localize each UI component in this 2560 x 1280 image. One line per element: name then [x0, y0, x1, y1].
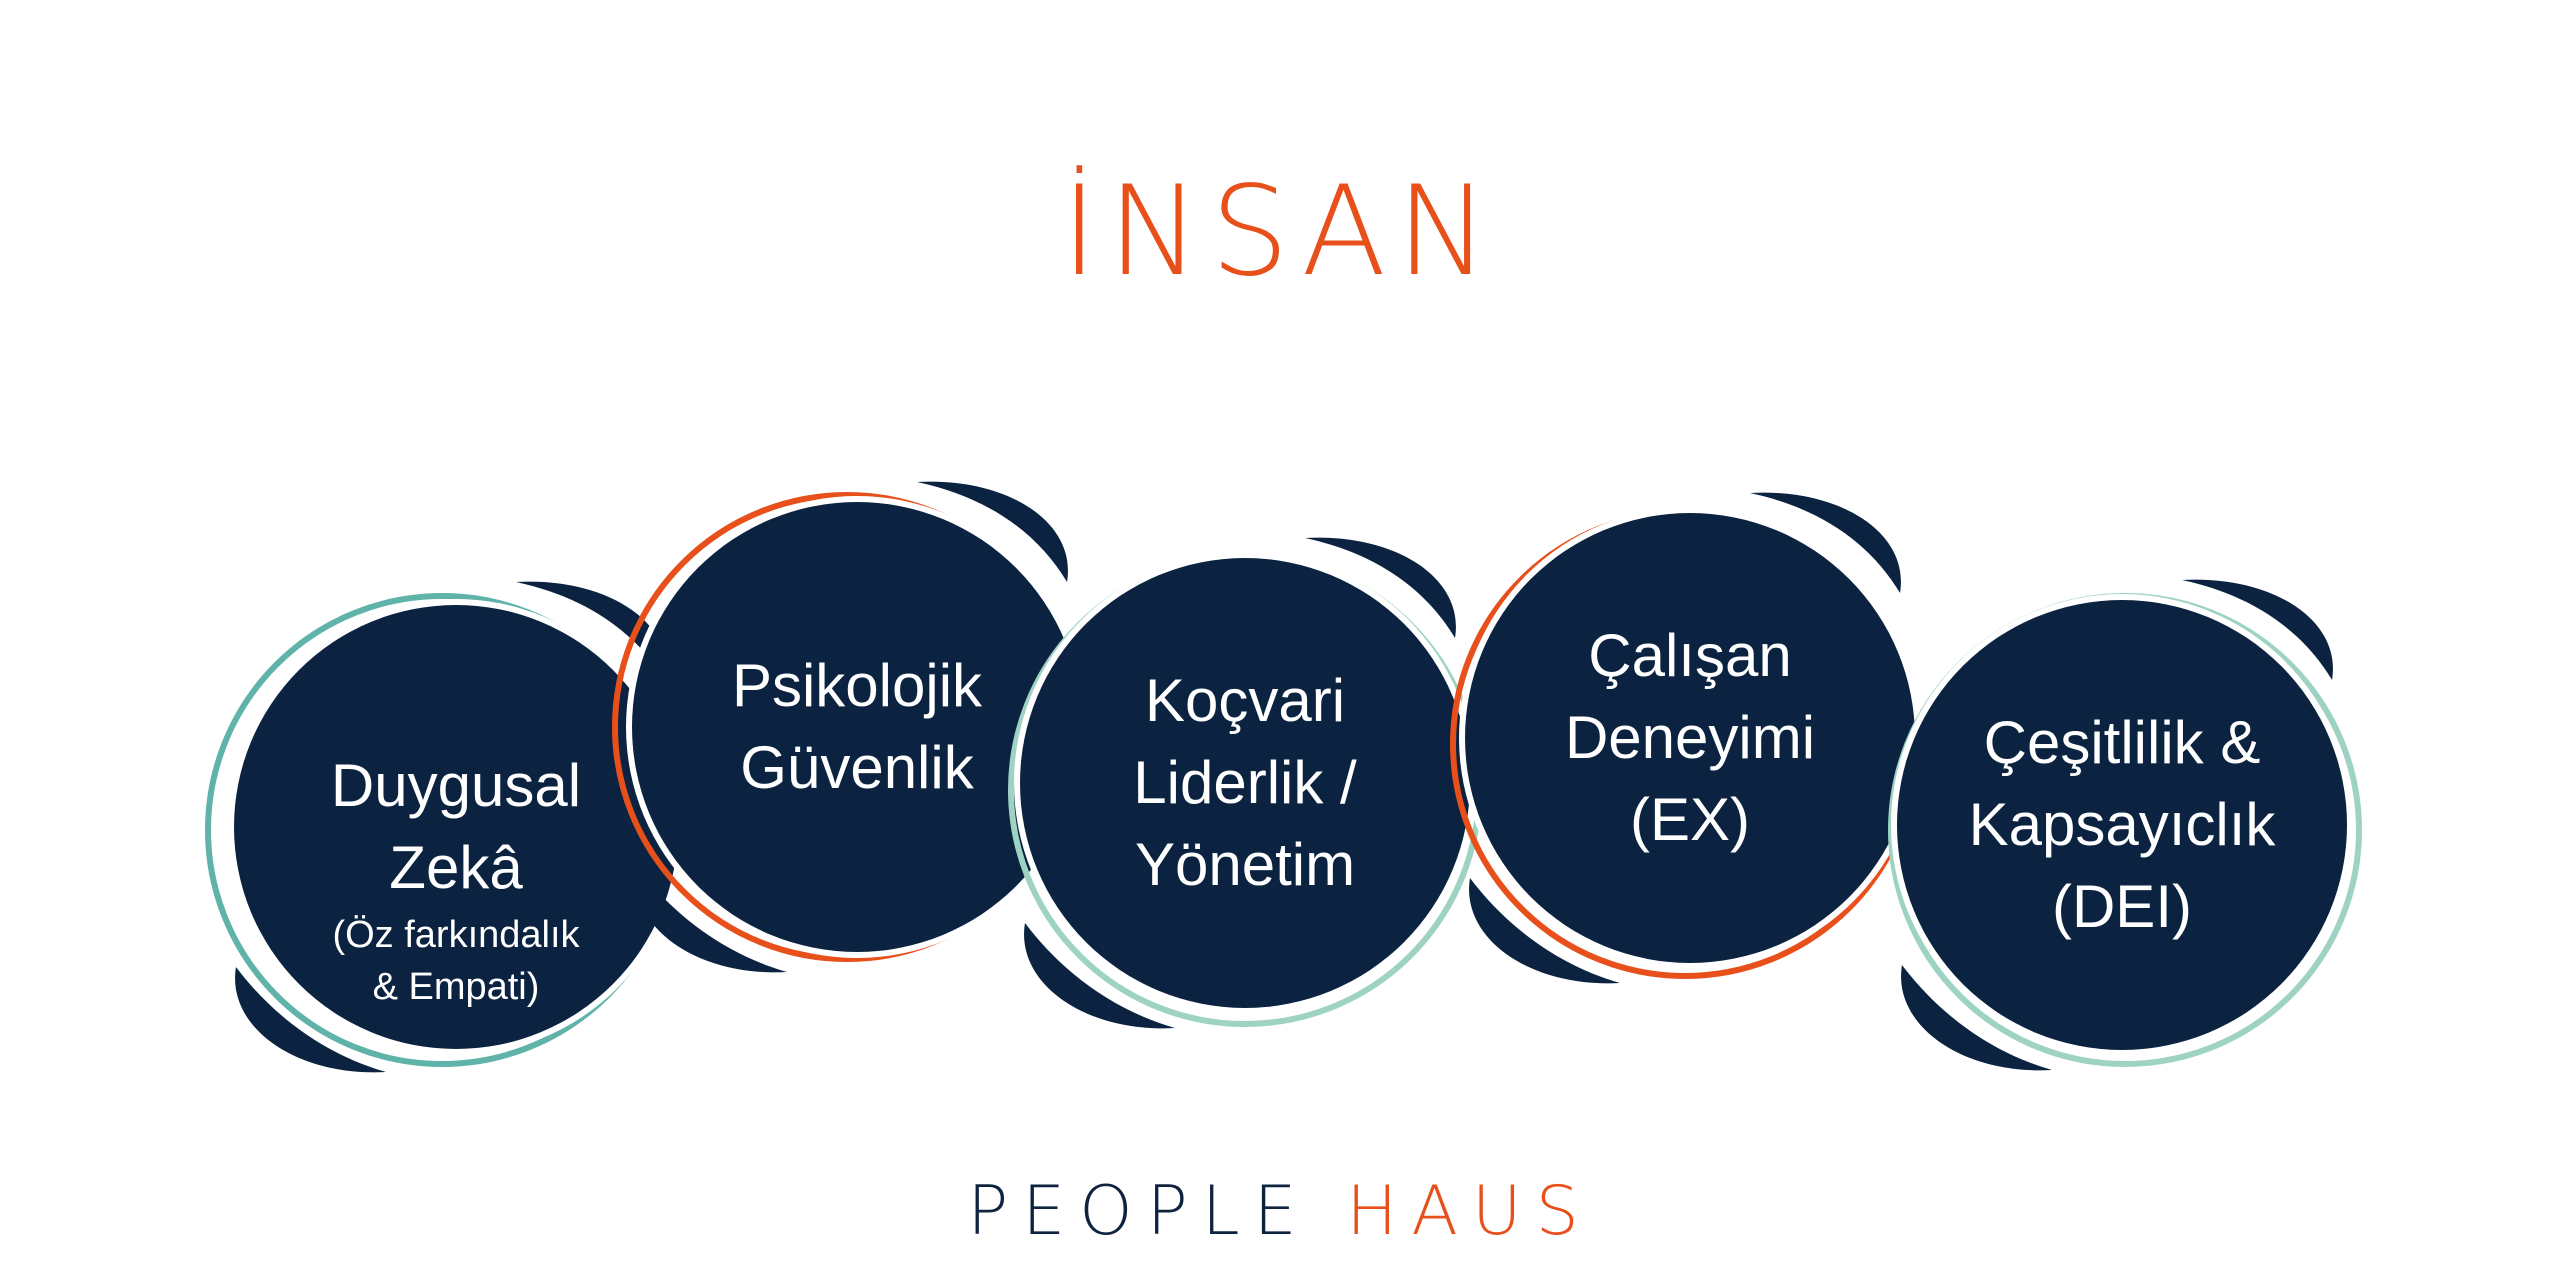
- swoosh-bottom-calisan: [1469, 878, 1620, 984]
- circle-disk-psikolojik: [632, 502, 1082, 952]
- circle-label-line: Liderlik /: [1133, 749, 1357, 816]
- page-title: İNSAN: [1061, 160, 1499, 304]
- circle-label-line: Çeşitlilik &: [1983, 709, 2261, 776]
- swoosh-bottom-kocvari: [1024, 923, 1175, 1029]
- circle-node-calisan: [1450, 492, 1921, 984]
- circle-label-line: (DEI): [2052, 873, 2192, 940]
- circle-label-cesitlilik: Çeşitlilik & Kapsayıclık (DEI): [1897, 600, 2347, 1050]
- circle-node-psikolojik: [612, 481, 1088, 973]
- circle-label-line: Güvenlik: [740, 734, 974, 801]
- swoosh-bottom-psikolojik: [636, 867, 787, 973]
- swoosh-top-kocvari: [1305, 537, 1456, 638]
- circle-label-line: (EX): [1630, 786, 1750, 853]
- swoosh-top-calisan: [1750, 492, 1901, 593]
- circle-disk-calisan: [1465, 513, 1915, 963]
- circle-label-line: Zekâ: [389, 834, 523, 901]
- logo-word-people: PEOPLE: [967, 1172, 1311, 1251]
- logo-word-haus: HAUS: [1346, 1172, 1593, 1251]
- swoosh-bottom-cesitlilik: [1901, 965, 2052, 1071]
- circle-label-line: Duygusal: [330, 752, 582, 819]
- circle-sublabel-line: & Empati): [372, 966, 540, 1008]
- circle-disk-kocvari: [1020, 558, 1470, 1008]
- swoosh-top-cesitlilik: [2182, 579, 2333, 680]
- circle-label-line: Koçvari: [1144, 667, 1346, 734]
- circle-label-line: Deneyimi: [1564, 704, 1816, 771]
- circle-disk-cesitlilik: [1897, 600, 2347, 1050]
- circle-label-line: Psikolojik: [731, 652, 983, 719]
- people-haus-logo: PEOPLE HAUS: [0, 1178, 2560, 1246]
- circle-node-duygusal: [205, 581, 684, 1073]
- circle-node-cesitlilik: [1888, 579, 2362, 1071]
- circle-label-line: Yönetim: [1134, 831, 1356, 898]
- circle-label-line: Kapsayıclık: [1968, 791, 2276, 858]
- circle-sublabel-line: (Öz farkındalık: [332, 914, 580, 956]
- swoosh-top-psikolojik: [917, 481, 1068, 582]
- circle-label-line: Çalışan: [1588, 622, 1792, 689]
- circle-node-kocvari: [1008, 537, 1482, 1029]
- swoosh-bottom-duygusal: [235, 967, 386, 1073]
- circle-disk-duygusal: [234, 605, 678, 1049]
